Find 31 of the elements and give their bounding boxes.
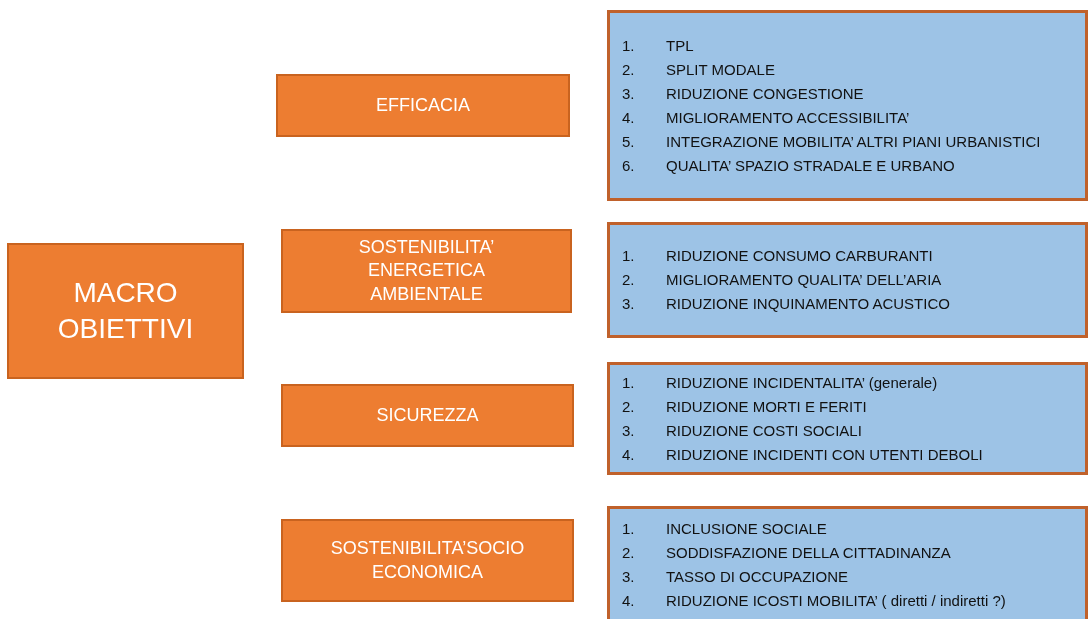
list-item: 1. RIDUZIONE INCIDENTALITA’ (generale) (622, 372, 939, 393)
objective-label: SOSTENIBILITA’SOCIO ECONOMICA (329, 537, 526, 584)
list-item: 2. MIGLIORAMENTO QUALITA’ DELL’ARIA (622, 270, 943, 290)
list-item: 3. TASSO DI OCCUPAZIONE (622, 567, 849, 587)
list-panel (607, 222, 1088, 338)
list-item: 5. INTEGRAZIONE MOBILITA’ ALTRI PIANI URBANISTICI (622, 131, 1042, 152)
list-item: 2. SPLIT MODALE (622, 59, 776, 80)
objective-box (281, 229, 572, 313)
list-item: 4. MIGLIORAMENTO ACCESSIBILITA’ (622, 107, 911, 128)
list-item: 1. RIDUZIONE CONSUMO CARBURANTI (622, 246, 934, 266)
objective-label: SOSTENIBILITA’ ENERGETICA AMBIENTALE (357, 235, 496, 306)
main-objective-box (7, 243, 244, 379)
list-item: 4. RIDUZIONE INCIDENTI CON UTENTI DEBOLI (622, 444, 984, 465)
list-panel (607, 10, 1088, 201)
list-item: 3. RIDUZIONE CONGESTIONE (622, 83, 865, 104)
list-panel (607, 362, 1088, 475)
list-item: 2. SODDISFAZIONE DELLA CITTADINANZA (622, 543, 952, 563)
list-item: 4. RIDUZIONE ICOSTI MOBILITA’ ( diretti / indiretti ?) (622, 591, 1007, 611)
list-item: 1. TPL (622, 35, 695, 56)
list-item: 3. RIDUZIONE INQUINAMENTO ACUSTICO (622, 294, 951, 314)
objective-label: MACRO OBIETTIVI (56, 275, 195, 346)
objective-box (281, 519, 574, 602)
list-panel (607, 506, 1088, 619)
objective-box (276, 74, 570, 137)
objective-label: EFFICACIA (375, 93, 471, 117)
list-item: 1. INCLUSIONE SOCIALE (622, 519, 828, 539)
list-item: 3. RIDUZIONE COSTI SOCIALI (622, 420, 863, 441)
list-item: 6. QUALITA’ SPAZIO STRADALE E URBANO (622, 155, 956, 176)
list-item: 2. RIDUZIONE MORTI E FERITI (622, 396, 868, 417)
objective-box (281, 384, 574, 447)
objective-label: SICUREZZA (375, 403, 480, 427)
